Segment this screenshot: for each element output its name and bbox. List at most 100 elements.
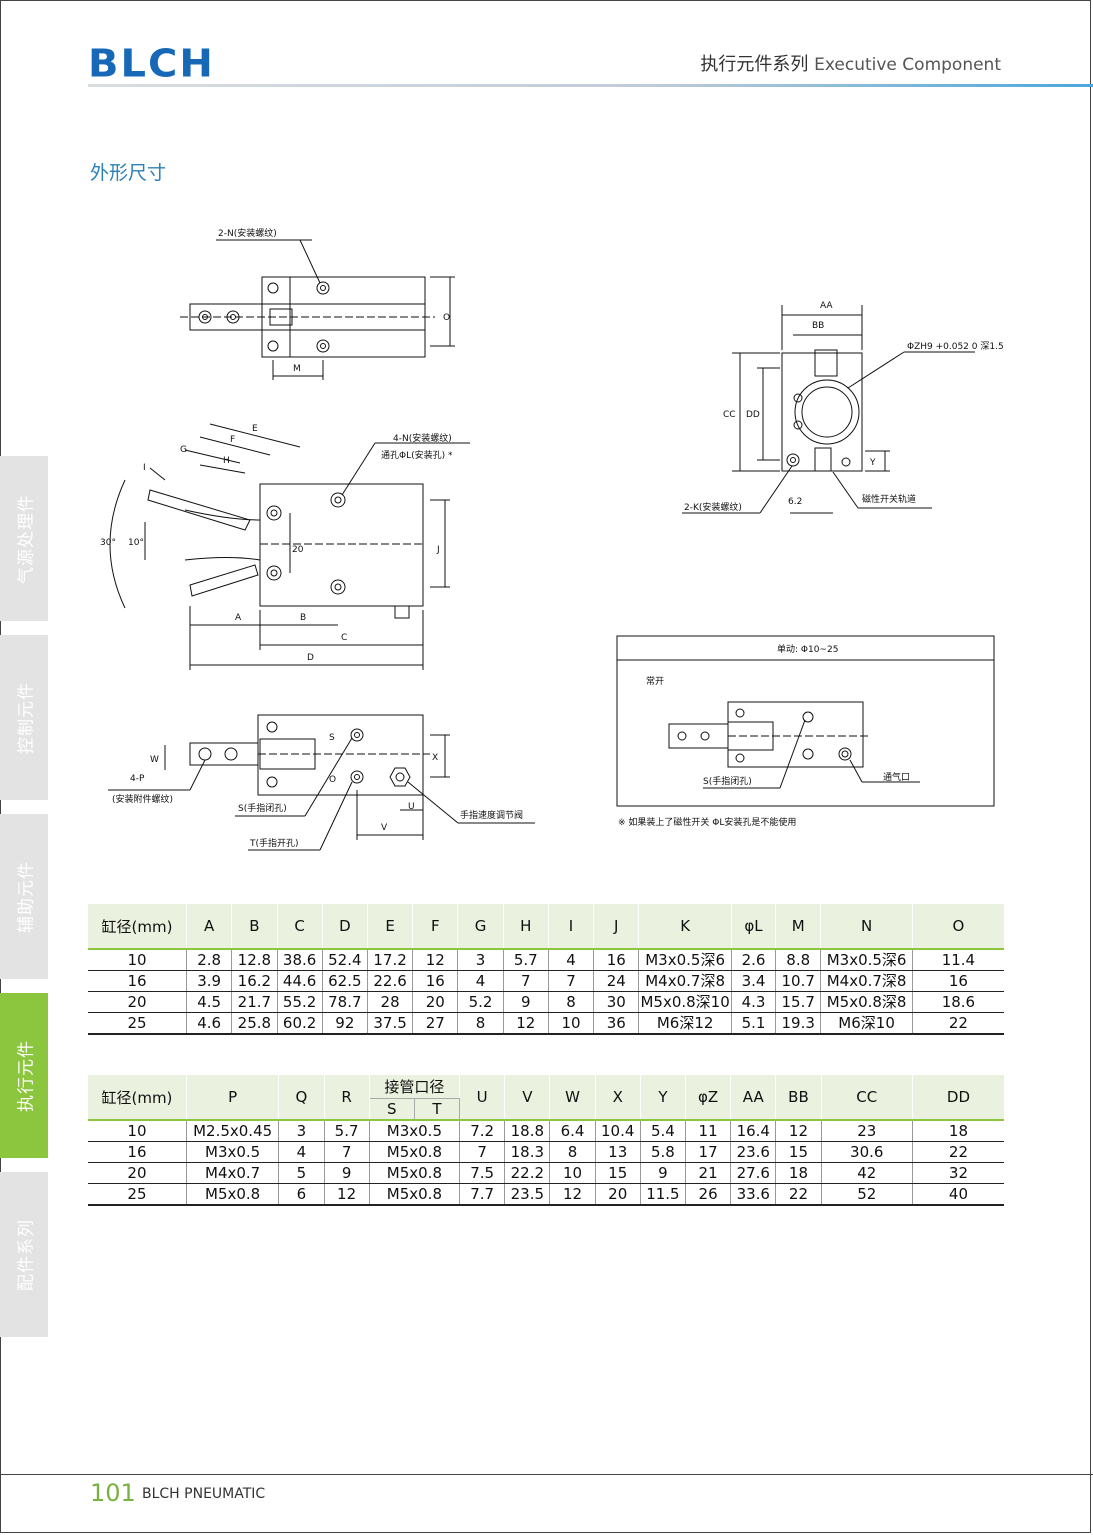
table-cell: 55.2 <box>277 991 323 1013</box>
table-header: W <box>549 1075 596 1121</box>
table-cell: 6.4 <box>549 1120 596 1142</box>
table-cell: 8 <box>549 1141 596 1163</box>
table-cell: 22.2 <box>504 1162 551 1184</box>
label-v: V <box>381 823 388 833</box>
label-note: ※ 如果装上了磁性开关 ΦL安装孔是不能使用 <box>618 816 796 828</box>
table-cell: 22 <box>912 1141 1004 1163</box>
table-cell: 23.5 <box>504 1183 551 1206</box>
table-header: 缸径(mm) <box>88 904 188 950</box>
section-title: 外形尺寸 <box>90 162 167 184</box>
table-cell: 2.6 <box>731 949 777 971</box>
label-aa: AA <box>820 301 833 311</box>
table-header: Q <box>278 1075 325 1121</box>
table-cell: 7.7 <box>459 1183 506 1206</box>
label-u: U <box>408 802 415 812</box>
table-cell: 44.6 <box>277 970 323 992</box>
table-cell: 60.2 <box>277 1012 323 1035</box>
header-title: 执行元件系列 Executive Component <box>700 50 1001 76</box>
table-cell: 7 <box>324 1141 370 1163</box>
table-cell: 12 <box>549 1183 596 1206</box>
side-tabs: 气源处理件 控制元件 辅助元件 执行元件 配件系列 <box>0 456 48 1351</box>
side-tab-executive[interactable]: 执行元件 <box>0 993 48 1158</box>
table-cell: 9 <box>324 1162 370 1184</box>
table-cell: 30.6 <box>821 1141 913 1163</box>
table-cell: 4.3 <box>731 991 777 1013</box>
table-header: O <box>912 904 1004 950</box>
label-s-close: S(手指闭孔) <box>238 802 287 814</box>
table-cell: M5x0.8 <box>369 1183 461 1206</box>
label-normally-open: 常开 <box>646 675 664 687</box>
table-cell: M5x0.8 <box>369 1141 461 1163</box>
table-cell: 40 <box>912 1183 1004 1206</box>
table-header: Y <box>640 1075 687 1121</box>
label-speed-valve: 手指速度调节阀 <box>460 809 523 821</box>
table-cell: 3.4 <box>731 970 777 992</box>
label-6-2: 6.2 <box>788 497 802 507</box>
table-header: R <box>324 1075 370 1121</box>
table-cell: 9 <box>503 991 549 1013</box>
table-cell: 23 <box>821 1120 913 1142</box>
side-tab-air-source[interactable]: 气源处理件 <box>0 456 48 621</box>
table-cell: 20 <box>412 991 459 1013</box>
table-cell: 10 <box>549 1162 596 1184</box>
label-through-hole: 通孔ΦL(安装孔) * <box>381 449 453 461</box>
label-j: J <box>436 545 440 555</box>
table-header: V <box>504 1075 551 1121</box>
label-attach-thread: (安装附件螺纹) <box>112 793 173 805</box>
table-cell: 18.3 <box>504 1141 551 1163</box>
table-subheader: S <box>369 1097 415 1121</box>
table-cell: 16 <box>88 1141 187 1163</box>
table-cell: 7 <box>459 1141 506 1163</box>
table-cell: 10.4 <box>595 1120 641 1142</box>
table-cell: 28 <box>367 991 414 1013</box>
label-h: H <box>223 456 230 466</box>
table-cell: 4 <box>278 1141 325 1163</box>
table-cell: 18.8 <box>504 1120 551 1142</box>
label-d: D <box>307 653 314 663</box>
label-g: G <box>180 445 187 455</box>
table-cell: 18 <box>912 1120 1004 1142</box>
table-cell: 20 <box>88 1162 187 1184</box>
table-header: B <box>231 904 278 950</box>
table-cell: M3x0.5 <box>186 1141 280 1163</box>
side-tab-control[interactable]: 控制元件 <box>0 635 48 800</box>
table-header: N <box>820 904 913 950</box>
dimension-table-2: 缸径(mm) P Q R 接管口径 U V W X Y φZ AA BB CC … <box>88 1075 1004 1206</box>
brand-logo: BLCH <box>88 42 215 86</box>
table-cell: 5.7 <box>324 1120 370 1142</box>
table-cell: 8 <box>548 991 595 1013</box>
single-acting-box <box>616 635 995 807</box>
table-cell: 42 <box>821 1162 913 1184</box>
side-tab-accessories[interactable]: 配件系列 <box>0 1172 48 1337</box>
table-header: 缸径(mm) <box>88 1075 187 1121</box>
table-cell: 5.8 <box>640 1141 687 1163</box>
table-header: M <box>775 904 822 950</box>
dimension-table-1: 缸径(mm) A B C D E F G H I J K φL M N O 10… <box>88 904 1004 1035</box>
table-cell: 22.6 <box>367 970 414 992</box>
table-cell: 25 <box>88 1012 188 1035</box>
table-header: C <box>277 904 323 950</box>
label-t-open: T(手指开孔) <box>249 837 299 849</box>
table-cell: 27 <box>412 1012 459 1035</box>
table-cell: M5x0.8深8 <box>820 991 913 1013</box>
table-header: DD <box>912 1075 1004 1121</box>
table-cell: 7 <box>503 970 549 992</box>
table-cell: 17 <box>685 1141 732 1163</box>
side-tab-auxiliary[interactable]: 辅助元件 <box>0 814 48 979</box>
label-o: O <box>443 313 450 323</box>
table-cell: M6深10 <box>820 1012 913 1035</box>
table-cell: 12.8 <box>231 949 278 971</box>
table-cell: 25.8 <box>231 1012 278 1035</box>
table-cell: M3x0.5 <box>369 1120 461 1142</box>
table-cell: 4.5 <box>186 991 233 1013</box>
table-cell: 21.7 <box>231 991 278 1013</box>
label-e: E <box>252 424 258 434</box>
table-cell: 4 <box>548 949 595 971</box>
label-20: 20 <box>292 545 304 555</box>
table-header: E <box>367 904 414 950</box>
table-cell: M6深12 <box>638 1012 732 1035</box>
table-cell: 16 <box>912 970 1004 992</box>
